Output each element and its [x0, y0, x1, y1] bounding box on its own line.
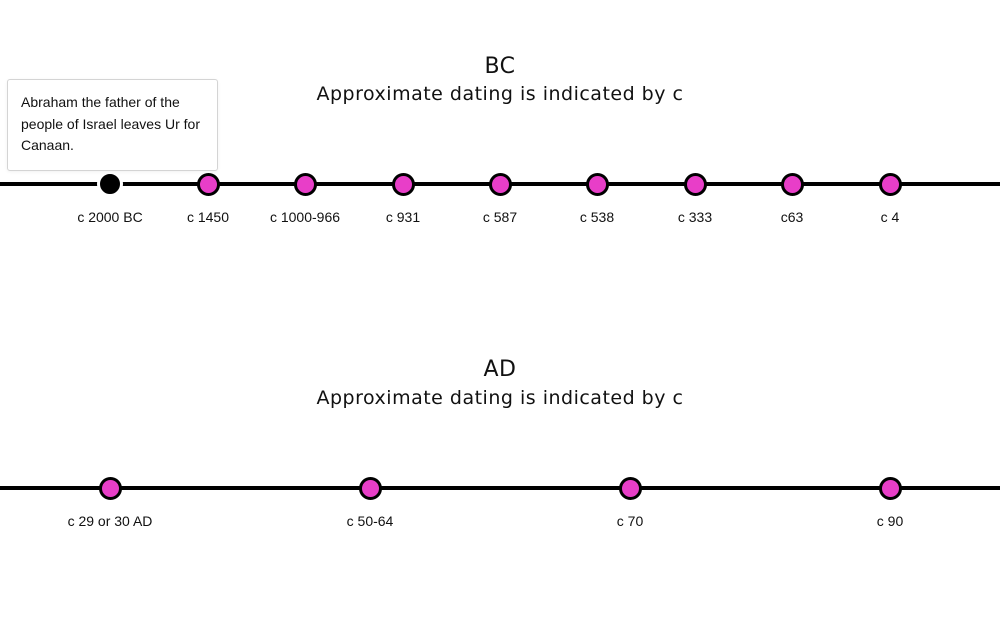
bc-event-date-label: c 2000 BC: [77, 209, 143, 225]
bc-event-marker[interactable]: [293, 172, 317, 196]
ad-event-marker[interactable]: [98, 476, 122, 500]
bc-event-marker[interactable]: [488, 172, 512, 196]
bc-event-date-label: c 333: [677, 209, 713, 225]
event-tooltip: Abraham the father of the people of Isra…: [7, 79, 218, 171]
ad-event-marker[interactable]: [878, 476, 902, 500]
ad-event-marker[interactable]: [358, 476, 382, 500]
ad-event-date-label: c 90: [876, 513, 904, 529]
bc-event-marker[interactable]: [196, 172, 220, 196]
bc-event-date-label: c 4: [880, 209, 900, 225]
ad-title: AD: [483, 357, 517, 382]
ad-timeline-line: [0, 486, 1000, 490]
ad-event-date-label: c 29 or 30 AD: [67, 513, 153, 529]
bc-event-marker[interactable]: [780, 172, 804, 196]
bc-event-date-label: c 931: [385, 209, 421, 225]
bc-event-date-label: c 538: [579, 209, 615, 225]
ad-subtitle: Approximate dating is indicated by c: [316, 387, 684, 409]
bc-event-date-label: c 1450: [186, 209, 230, 225]
ad-event-date-label: c 70: [616, 513, 644, 529]
bc-subtitle: Approximate dating is indicated by c: [316, 83, 684, 105]
bc-event-date-label: c 587: [482, 209, 518, 225]
bc-event-marker[interactable]: [391, 172, 415, 196]
bc-event-marker[interactable]: [97, 171, 123, 197]
bc-event-marker[interactable]: [878, 172, 902, 196]
bc-event-marker[interactable]: [683, 172, 707, 196]
bc-event-date-label: c63: [780, 209, 804, 225]
bc-event-marker[interactable]: [585, 172, 609, 196]
bc-title: BC: [484, 54, 516, 79]
ad-event-marker[interactable]: [618, 476, 642, 500]
bc-event-date-label: c 1000-966: [269, 209, 341, 225]
ad-event-date-label: c 50-64: [346, 513, 394, 529]
